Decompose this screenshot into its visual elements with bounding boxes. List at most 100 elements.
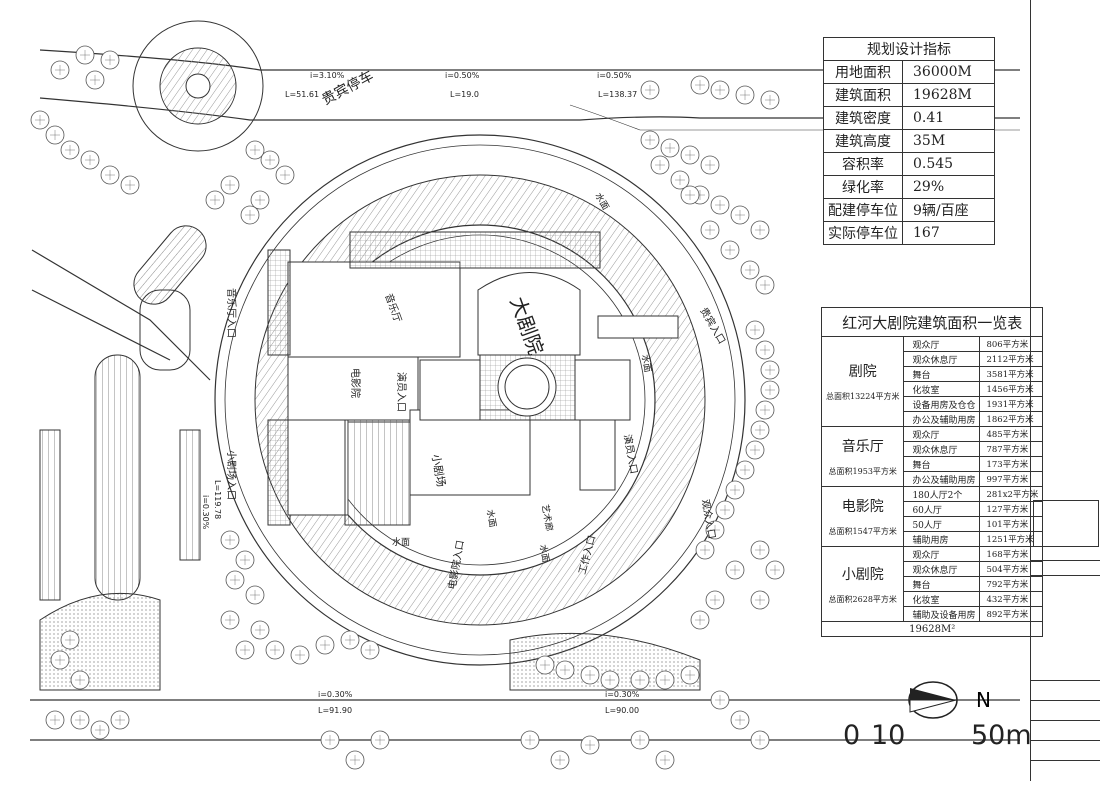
area-item: 观众厅 bbox=[903, 546, 981, 562]
area-item: 观众休息厅 bbox=[903, 561, 981, 577]
area-item: 舞台 bbox=[903, 456, 981, 472]
tree-mark bbox=[765, 95, 775, 105]
tree-mark bbox=[655, 160, 665, 170]
actor-entrance-label-1: 演员入口 bbox=[395, 372, 408, 412]
design-index-value: 19628M bbox=[902, 83, 995, 107]
area-table-title: 红河大剧院建筑面积一览表 bbox=[820, 307, 1044, 337]
design-index-value: 36000M bbox=[902, 60, 995, 84]
tree-mark bbox=[705, 160, 715, 170]
design-index-label: 用地面积 bbox=[823, 60, 903, 84]
tree-mark bbox=[265, 155, 275, 165]
tree-mark bbox=[635, 735, 645, 745]
tree-mark bbox=[710, 525, 720, 535]
scale-fifty: 50m bbox=[971, 720, 1032, 751]
tree-mark bbox=[765, 385, 775, 395]
length-label-4: L=91.90 bbox=[318, 706, 352, 715]
area-item: 办公及辅助用房 bbox=[903, 411, 981, 427]
tree-mark bbox=[635, 675, 645, 685]
tree-mark bbox=[345, 635, 355, 645]
tree-mark bbox=[755, 225, 765, 235]
tree-mark bbox=[105, 170, 115, 180]
tree-mark bbox=[320, 640, 330, 650]
water-label-4: 水面 bbox=[392, 536, 410, 548]
tree-mark bbox=[55, 655, 65, 665]
length-label-6: L=119.78 bbox=[213, 480, 222, 519]
tree-mark bbox=[365, 645, 375, 655]
slope-label-6: i=0.30% bbox=[201, 495, 210, 530]
tree-mark bbox=[75, 715, 85, 725]
water-label-5: 水面 bbox=[537, 543, 552, 563]
roundabout bbox=[132, 20, 264, 152]
tree-group bbox=[30, 45, 785, 770]
tree-mark bbox=[750, 445, 760, 455]
tree-mark bbox=[250, 590, 260, 600]
design-index-value: 9辆/百座 bbox=[902, 198, 995, 222]
area-item: 舞台 bbox=[903, 366, 981, 382]
length-label-3: L=138.37 bbox=[598, 90, 637, 99]
tree-mark bbox=[210, 195, 220, 205]
area-group-total: 总面积1953平方米 bbox=[828, 467, 897, 476]
tree-mark bbox=[255, 195, 265, 205]
design-index-label: 配建停车位 bbox=[823, 198, 903, 222]
tree-mark bbox=[765, 365, 775, 375]
slope-label-3: i=0.50% bbox=[597, 71, 632, 80]
tree-mark bbox=[685, 190, 695, 200]
tree-mark bbox=[750, 325, 760, 335]
tree-mark bbox=[715, 695, 725, 705]
tree-mark bbox=[760, 280, 770, 290]
area-item: 观众休息厅 bbox=[903, 441, 981, 457]
site-plan-drawing: 贵宾停车 大剧院 音乐厅 电影院 小剧场 音乐厅入口 小剧场入口 演员入口 演员… bbox=[30, 20, 1020, 770]
tree-mark bbox=[125, 180, 135, 190]
length-label-2: L=19.0 bbox=[450, 90, 479, 99]
tree-mark bbox=[685, 670, 695, 680]
tree-mark bbox=[585, 670, 595, 680]
parking-lots bbox=[39, 225, 207, 601]
tree-mark bbox=[65, 145, 75, 155]
area-item: 辅助及设备用房 bbox=[903, 606, 981, 622]
area-item: 辅助用房 bbox=[903, 531, 981, 547]
tree-mark bbox=[540, 660, 550, 670]
tree-mark bbox=[585, 740, 595, 750]
area-group-total: 总面积2628平方米 bbox=[828, 594, 897, 604]
length-label-5: L=90.00 bbox=[605, 706, 639, 715]
tree-mark bbox=[225, 180, 235, 190]
building-footprint bbox=[267, 231, 679, 526]
slope-label-5: i=0.30% bbox=[605, 690, 640, 699]
tree-mark bbox=[115, 715, 125, 725]
music-hall-entrance-label: 音乐厅入口 bbox=[225, 288, 238, 338]
tree-mark bbox=[770, 565, 780, 575]
area-item: 舞台 bbox=[903, 576, 981, 592]
small-theatre-entrance-label: 小剧场入口 bbox=[225, 450, 238, 500]
water-label-3: 水面 bbox=[484, 508, 499, 528]
tree-mark bbox=[755, 595, 765, 605]
tree-mark bbox=[270, 645, 280, 655]
slope-label-1: i=3.10% bbox=[310, 71, 345, 80]
area-item: 设备用房及仓仓 bbox=[903, 396, 981, 412]
tree-mark bbox=[760, 345, 770, 355]
area-group-total: 总面积13224平方米 bbox=[826, 392, 900, 401]
slope-label-2: i=0.50% bbox=[445, 71, 480, 80]
tree-mark bbox=[80, 50, 90, 60]
tree-mark bbox=[720, 505, 730, 515]
tree-mark bbox=[715, 85, 725, 95]
design-index-label: 建筑高度 bbox=[823, 129, 903, 153]
design-index-label: 实际停车位 bbox=[823, 221, 903, 245]
area-group: 剧院总面积13224平方米 bbox=[820, 336, 905, 427]
tree-mark bbox=[755, 545, 765, 555]
tree-mark bbox=[55, 65, 65, 75]
area-item: 办公及辅助用房 bbox=[903, 471, 981, 487]
tree-mark bbox=[225, 615, 235, 625]
tree-mark bbox=[255, 625, 265, 635]
